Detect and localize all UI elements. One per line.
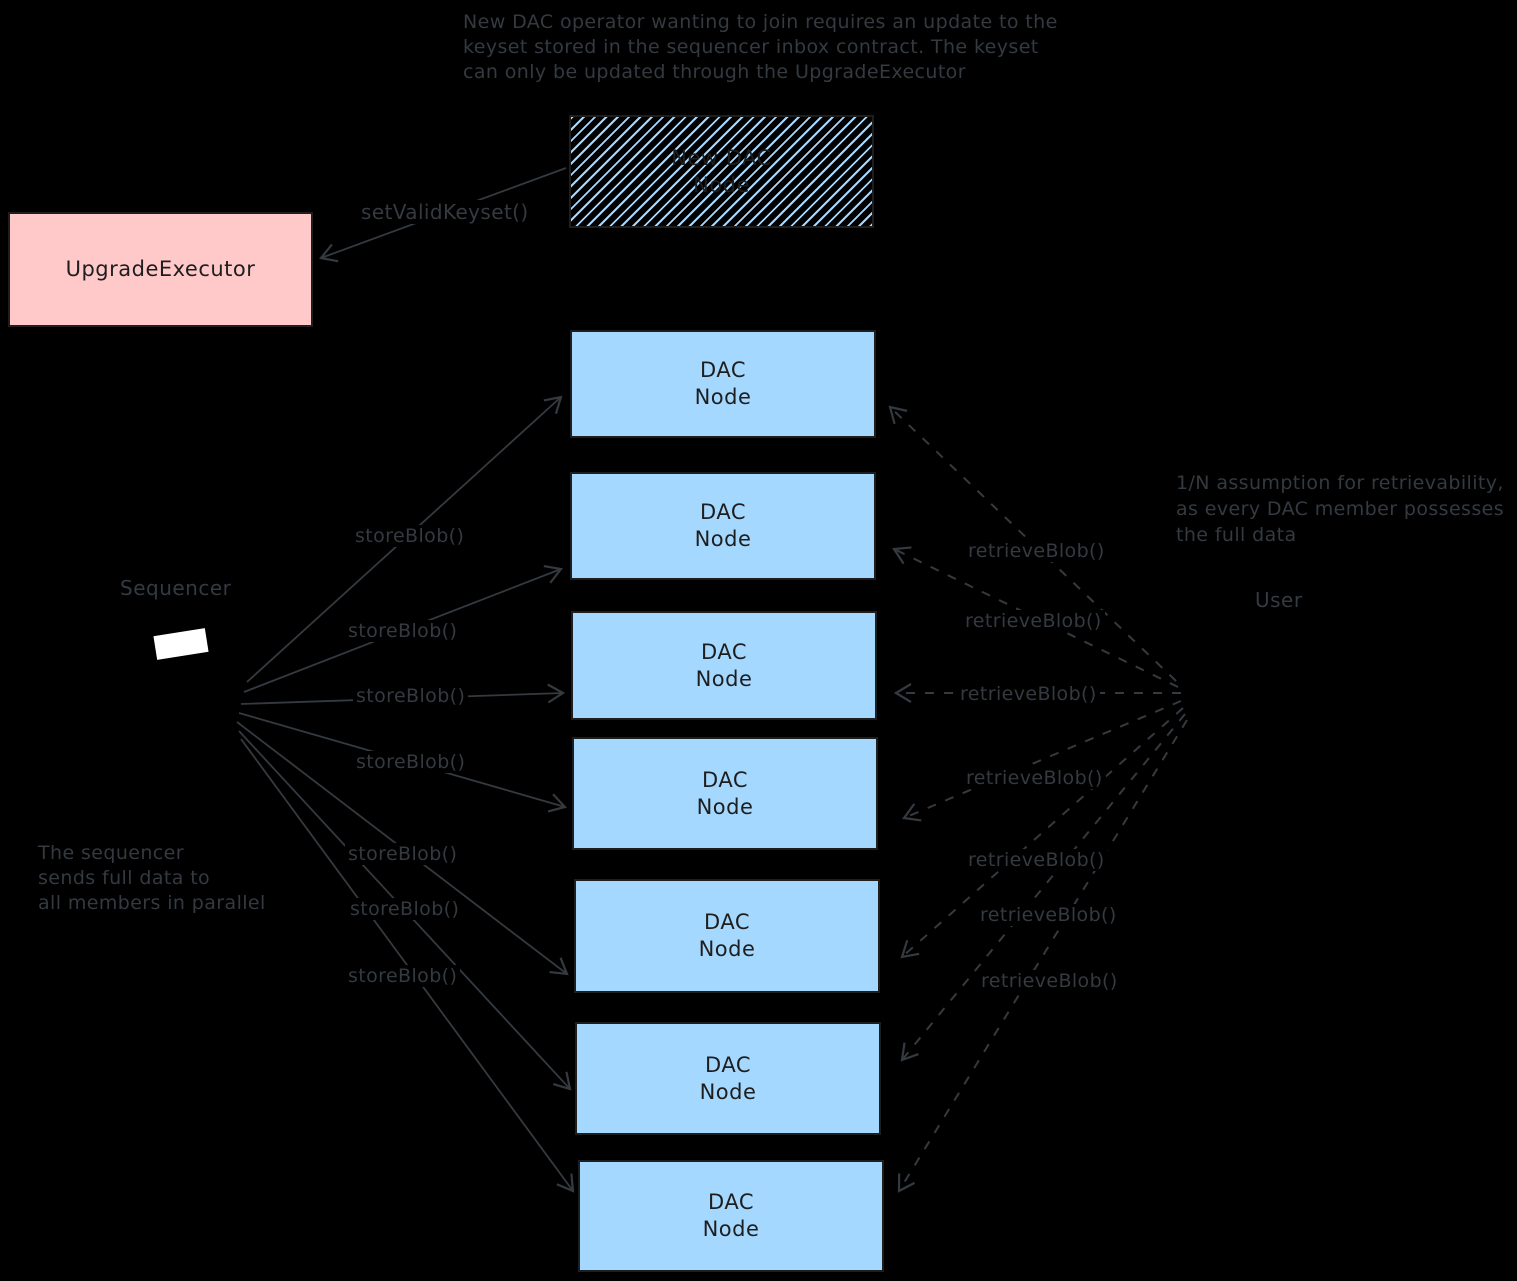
store-blob-label-6: storeBlob() <box>347 898 463 920</box>
dac-node-label-line-2: Node <box>698 937 756 961</box>
sequencer-note-line-3: all members in parallel <box>38 892 266 914</box>
sequencer-note-line-1: The sequencer <box>38 842 184 864</box>
dac-node-box-1: DAC Node <box>570 330 876 438</box>
sequencer-note-line-2: sends full data to <box>38 867 211 889</box>
dac-node-label-line-1: DAC <box>702 767 748 792</box>
dac-node-label-line-1: DAC <box>700 358 746 382</box>
dac-node-label-line-2: Node <box>699 1079 757 1104</box>
dac-node-box-4: DAC Node <box>572 737 878 850</box>
retrievability-note-line-3: the full data <box>1176 524 1297 546</box>
sequencer-note: The sequencer sends full data to all mem… <box>38 841 266 916</box>
retrieve-blob-label-7: retrieveBlob() <box>978 970 1121 992</box>
retrieve-blob-label-2: retrieveBlob() <box>962 610 1105 632</box>
dac-node-box-3: DAC Node <box>571 611 877 720</box>
retrieve-blob-label-6: retrieveBlob() <box>977 904 1120 926</box>
keyset-note-line-3: can only be updated through the UpgradeE… <box>463 61 966 83</box>
dac-node-label-line-2: Node <box>696 794 754 819</box>
retrievability-note: 1/N assumption for retrievability, as ev… <box>1176 470 1504 548</box>
dac-node-label-line-2: Node <box>694 385 752 409</box>
retrieve-blob-label-1: retrieveBlob() <box>965 540 1108 562</box>
retrievability-note-line-2: as every DAC member possesses <box>1176 498 1505 520</box>
store-blob-label-2: storeBlob() <box>345 620 461 642</box>
sequencer-label: Sequencer <box>120 576 232 600</box>
dac-node-label-line-2: Node <box>695 666 753 691</box>
dac-node-box-7: DAC Node <box>578 1160 884 1272</box>
retrieve-blob-arrow-4 <box>904 700 1182 818</box>
upgrade-executor-label: UpgradeExecutor <box>65 257 256 281</box>
retrieve-blob-arrow-6 <box>902 713 1186 1060</box>
retrieve-blob-arrow-5 <box>902 707 1184 957</box>
keyset-note: New DAC operator wanting to join require… <box>463 10 1058 85</box>
dac-node-box-2: DAC Node <box>570 472 876 580</box>
store-blob-label-3: storeBlob() <box>353 685 469 707</box>
retrieve-blob-label-4: retrieveBlob() <box>963 767 1106 789</box>
store-blob-label-4: storeBlob() <box>353 751 469 773</box>
retrieve-blob-label-3: retrieveBlob() <box>957 683 1100 705</box>
set-valid-keyset-label: setValidKeyset() <box>358 200 532 224</box>
dac-node-label-line-1: DAC <box>704 910 750 934</box>
dac-node-label-line-1: DAC <box>700 500 746 524</box>
retrieve-blob-label-5: retrieveBlob() <box>965 849 1108 871</box>
keyset-note-line-2: keyset stored in the sequencer inbox con… <box>463 36 1039 58</box>
dac-node-label-line-1: DAC <box>701 639 747 664</box>
new-dac-node-label-line-1: New DAC <box>671 145 772 170</box>
dac-node-label-line-1: DAC <box>708 1190 754 1214</box>
dac-node-box-5: DAC Node <box>574 879 880 993</box>
dac-node-box-6: DAC Node <box>575 1022 881 1135</box>
new-dac-node-label-line-2: Node <box>693 172 750 197</box>
store-blob-label-5: storeBlob() <box>345 843 461 865</box>
store-blob-label-7: storeBlob() <box>345 965 461 987</box>
keyset-note-line-1: New DAC operator wanting to join require… <box>463 11 1058 33</box>
new-dac-node-box: New DAC Node <box>569 115 874 228</box>
dac-node-label-line-1: DAC <box>705 1052 751 1077</box>
user-label: User <box>1255 588 1303 612</box>
store-blob-label-1: storeBlob() <box>352 525 468 547</box>
retrievability-note-line-1: 1/N assumption for retrievability, <box>1176 472 1504 494</box>
dac-node-label-line-2: Node <box>694 527 752 551</box>
dac-node-label-line-2: Node <box>702 1217 760 1241</box>
retrieve-blob-arrow-7 <box>899 719 1188 1191</box>
upgrade-executor-box: UpgradeExecutor <box>8 212 313 327</box>
